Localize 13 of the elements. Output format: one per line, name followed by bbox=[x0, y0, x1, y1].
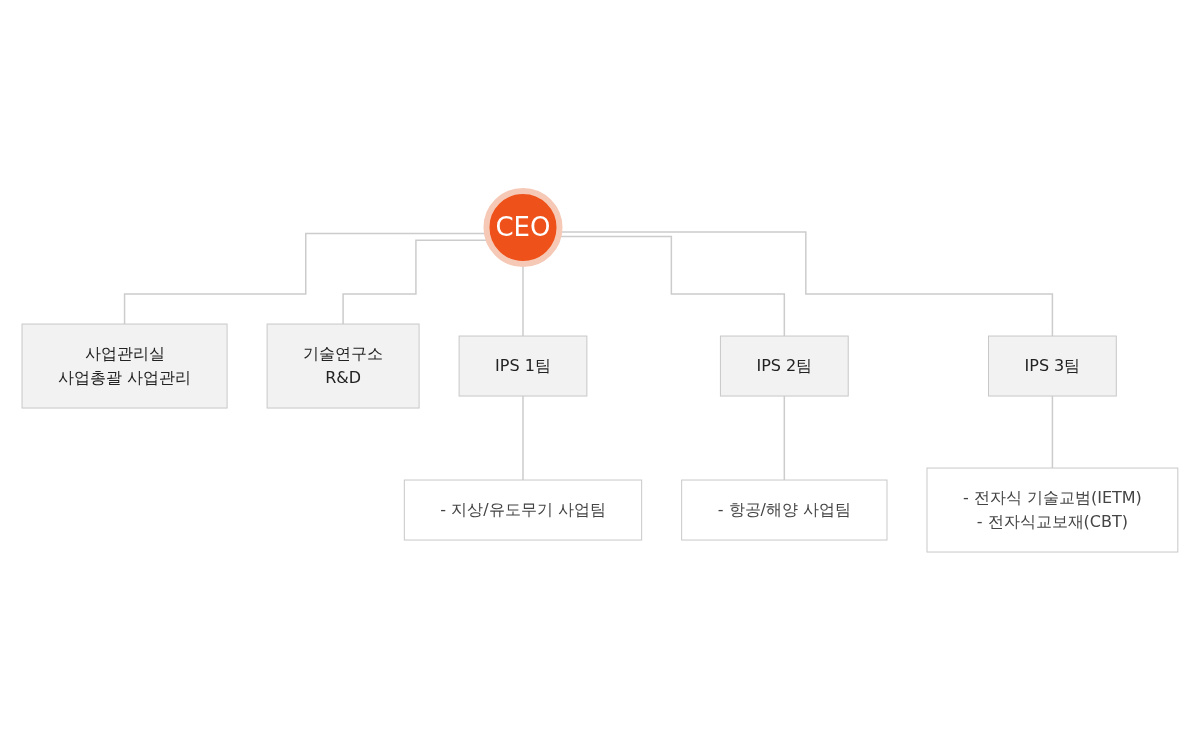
node-box: - 지상/유도무기 사업팀 bbox=[403, 479, 643, 541]
connector bbox=[783, 395, 786, 481]
node-box: - 전자식 기술교범(IETM) - 전자식교보재(CBT) bbox=[926, 467, 1179, 553]
connector bbox=[522, 395, 524, 481]
node-box: 기술연구소 R&D bbox=[266, 323, 420, 409]
node-box: IPS 3팀 bbox=[988, 335, 1117, 397]
connector bbox=[1051, 395, 1054, 469]
node-box: - 항공/해양 사업팀 bbox=[681, 479, 888, 541]
node-box: 사업관리실 사업총괄 사업관리 bbox=[21, 323, 228, 409]
node-circle: CEO bbox=[483, 188, 563, 268]
connector bbox=[123, 232, 488, 325]
node-box: IPS 1팀 bbox=[458, 335, 588, 397]
node-box: IPS 2팀 bbox=[720, 335, 849, 397]
